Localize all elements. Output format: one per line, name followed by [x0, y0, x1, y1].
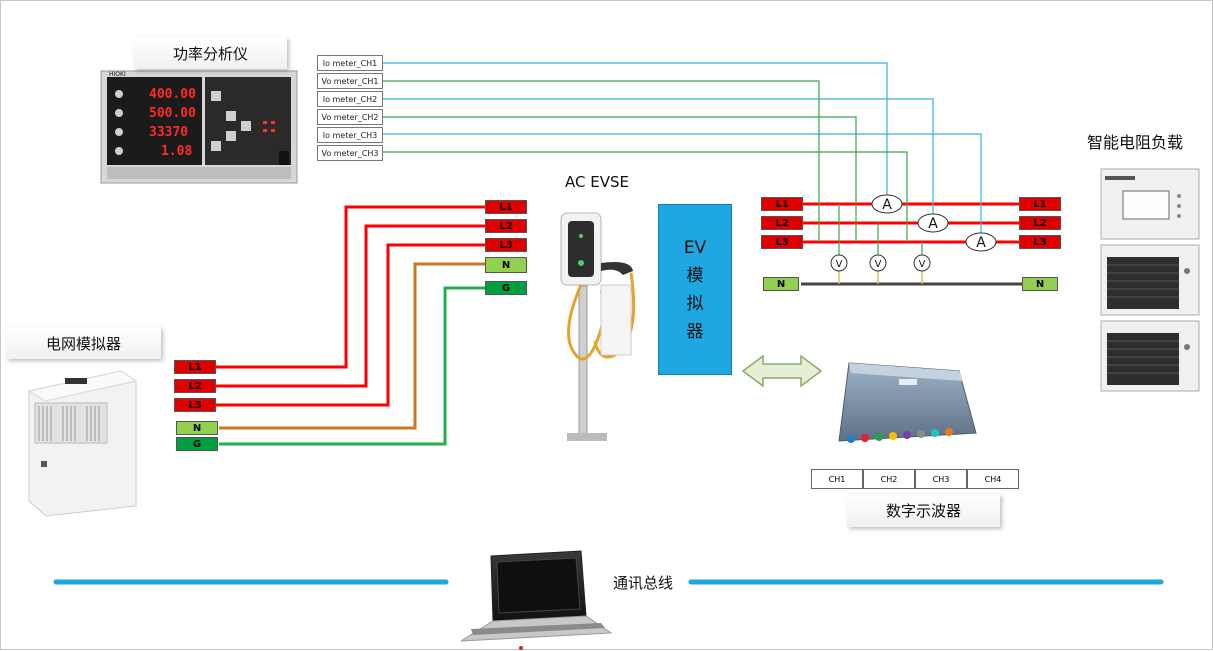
- bus-right-terminal-l2: L2: [1019, 216, 1061, 230]
- scope-ch1: CH1: [811, 469, 863, 489]
- evse-terminal-l1: L1: [485, 200, 527, 214]
- bus-left-terminal-n: N: [763, 277, 799, 291]
- grid-terminal-l1: L1: [174, 360, 216, 374]
- oscilloscope-label: 数字示波器: [847, 494, 1000, 527]
- ev-scope-link-arrow: [741, 354, 823, 388]
- smart-load-label: 智能电阻负载: [1087, 133, 1184, 152]
- grid-terminal-g: G: [176, 437, 218, 451]
- ev-label-line-2: 模: [686, 265, 704, 286]
- grid-terminal-l3: L3: [174, 398, 216, 412]
- bus-right-terminal-n: N: [1022, 277, 1058, 291]
- grid-terminal-l2: L2: [174, 379, 216, 393]
- power-analyzer-label: 功率分析仪: [134, 37, 287, 69]
- ev-label-line-4: 器: [686, 321, 704, 342]
- evse-terminal-n: N: [485, 257, 527, 273]
- ev-label-line-1: EV: [683, 237, 707, 258]
- voltmeter-3-symbol: V: [919, 259, 926, 270]
- analyzer-brand: HIOKI: [109, 71, 126, 78]
- meter-io-ch1: Io meter_CH1: [317, 55, 383, 71]
- reading-3: 33370: [149, 125, 188, 140]
- meter-io-ch3: Io meter_CH3: [317, 127, 383, 143]
- grid-simulator-label: 电网模拟器: [6, 327, 161, 359]
- reading-1: 400.00: [149, 87, 196, 102]
- scope-ch3: CH3: [915, 469, 967, 489]
- ammeter-2-symbol: A: [928, 216, 938, 232]
- power-analyzer-image: 400.00 500.00 33370 1.08 HIOKI: [100, 70, 298, 184]
- meter-io-ch2: Io meter_CH2: [317, 91, 383, 107]
- meter-vo-ch3: Vo meter_CH3: [317, 145, 383, 161]
- voltmeter-2-symbol: V: [875, 259, 882, 270]
- grid-to-evse-wires: [215, 205, 485, 446]
- voltmeter-1-symbol: V: [836, 259, 843, 270]
- reading-4: 1.08: [161, 144, 192, 159]
- bus-left-terminal-l1: L1: [761, 197, 803, 211]
- grid-terminal-n: N: [176, 421, 218, 435]
- evse-label: AC EVSE: [565, 173, 629, 191]
- comm-bus-label: 通讯总线: [613, 574, 674, 592]
- laptop-image: [460, 550, 613, 650]
- scope-ch2: CH2: [863, 469, 915, 489]
- ammeter-3-symbol: A: [976, 235, 986, 251]
- grid-simulator-image: [27, 370, 138, 517]
- ev-simulator-box: EV 模 拟 器: [658, 204, 732, 375]
- voltmeter-neutral-taps: [838, 271, 923, 284]
- ammeter-1-symbol: A: [882, 197, 892, 213]
- evse-terminal-l2: L2: [485, 219, 527, 233]
- meter-vo-ch1: Vo meter_CH1: [317, 73, 383, 89]
- smart-load-image: [1100, 168, 1200, 392]
- reading-2: 500.00: [149, 106, 196, 121]
- voltmeters: V V V: [830, 254, 931, 272]
- evse-image: [560, 212, 636, 441]
- vo-signal-lines: [383, 80, 908, 242]
- scope-ch4: CH4: [967, 469, 1019, 489]
- oscilloscope-image: [838, 362, 977, 443]
- evse-terminal-l3: L3: [485, 238, 527, 252]
- bus-right-terminal-l1: L1: [1019, 197, 1061, 211]
- bus-right-terminal-l3: L3: [1019, 235, 1061, 249]
- ev-label-line-3: 拟: [686, 293, 704, 314]
- evse-terminal-g: G: [485, 281, 527, 295]
- ammeters: A A A: [871, 194, 997, 252]
- bus-left-terminal-l3: L3: [761, 235, 803, 249]
- meter-vo-ch2: Vo meter_CH2: [317, 109, 383, 125]
- bus-left-terminal-l2: L2: [761, 216, 803, 230]
